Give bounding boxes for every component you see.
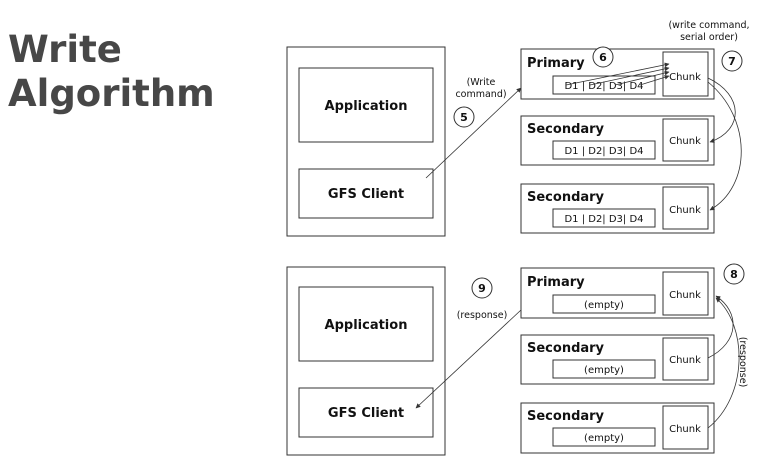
bottom-secondary-2-empty: (empty) (584, 433, 624, 444)
top-gfs-client-label: GFS Client (328, 187, 404, 202)
bottom-secondary-2-label: Secondary (527, 409, 605, 424)
step-7-badge (721, 50, 743, 72)
step-5-badge (453, 106, 475, 128)
step-7-number: 7 (728, 55, 736, 68)
top-secondary-2-data-row: D1 | D2| D3| D4 (564, 214, 643, 225)
bottom-primary-empty: (empty) (584, 300, 624, 311)
bottom-secondary-1-label: Secondary (527, 341, 605, 356)
forward-to-secondary-1-arrow (707, 77, 736, 143)
bottom-secondary-1-empty: (empty) (584, 365, 624, 376)
top-secondary-2-data-box (552, 208, 656, 228)
step-9-arrow (415, 309, 522, 409)
step-8-number: 8 (730, 268, 738, 281)
bottom-secondary-2-chunk-label: Chunk (669, 424, 701, 435)
step-6-number: 6 (599, 51, 607, 64)
step-9-badge (471, 277, 493, 299)
top-primary-chunk-label: Chunk (669, 72, 701, 83)
note-response-vertical: (response) (737, 337, 748, 388)
top-secondary-2-chunk-box (662, 186, 709, 230)
bottom-application-label: Application (325, 318, 408, 333)
bottom-secondary-2-chunk-box (662, 405, 709, 450)
secondary-2-response-arrow (707, 297, 740, 429)
top-application-label: Application (325, 99, 408, 114)
top-primary-data-row: D1 | D2| D3| D4 (564, 81, 643, 92)
top-application-box (298, 67, 434, 143)
top-secondary-1-chunk-label: Chunk (669, 136, 701, 147)
bottom-gfs-client-label: GFS Client (328, 406, 404, 421)
bottom-secondary-1-data-box (552, 359, 656, 379)
bottom-primary-chunk-box (662, 271, 709, 316)
bottom-secondary-1-chunk-label: Chunk (669, 355, 701, 366)
note-response: (response) (457, 310, 508, 321)
top-secondary-2-label: Secondary (527, 190, 605, 205)
bottom-primary-label: Primary (527, 275, 585, 290)
step-5-arrow (425, 87, 522, 179)
top-primary-label: Primary (527, 56, 585, 71)
top-gfs-client-box (298, 168, 434, 219)
bottom-gfs-client-box (298, 387, 434, 438)
serial-arrow-1 (565, 62, 670, 86)
note-serial-order-line-2: serial order) (680, 32, 738, 43)
step-6-badge (592, 46, 614, 68)
top-panel: Application GFS Client Primary D1 | D2| … (286, 20, 750, 237)
slide-title: Write Algorithm (8, 28, 215, 116)
step-9-number: 9 (478, 282, 486, 295)
top-secondary-1-data-box (552, 140, 656, 160)
top-secondary-1-data-row: D1 | D2| D3| D4 (564, 146, 643, 157)
title-line-2: Algorithm (8, 72, 215, 115)
note-write-command-line-1: (Write (467, 77, 496, 88)
step-5-number: 5 (460, 111, 468, 124)
serial-arrow-2 (589, 66, 670, 86)
bottom-primary-chunk-label: Chunk (669, 290, 701, 301)
step-8-badge (723, 263, 745, 285)
serial-arrow-3 (614, 70, 670, 86)
top-secondary-2-chunk-label: Chunk (669, 205, 701, 216)
bottom-application-box (298, 286, 434, 362)
bottom-secondary-2-data-box (552, 427, 656, 447)
top-secondary-1-label: Secondary (527, 122, 605, 137)
forward-to-secondary-2-arrow (707, 81, 742, 211)
top-secondary-1-chunk-box (662, 118, 709, 162)
bottom-panel: Application GFS Client Primary (empty) C… (286, 263, 748, 456)
top-primary-data-box (552, 75, 656, 95)
note-write-command-line-2: command) (455, 89, 506, 100)
top-primary-chunk-box (662, 51, 709, 97)
secondary-1-response-arrow (707, 295, 734, 359)
bottom-primary-data-box (552, 294, 656, 314)
bottom-secondary-1-chunk-box (662, 337, 709, 381)
note-serial-order-line-1: (write command, (668, 20, 749, 31)
title-line-1: Write (8, 28, 122, 71)
serial-arrow-4 (639, 74, 670, 86)
